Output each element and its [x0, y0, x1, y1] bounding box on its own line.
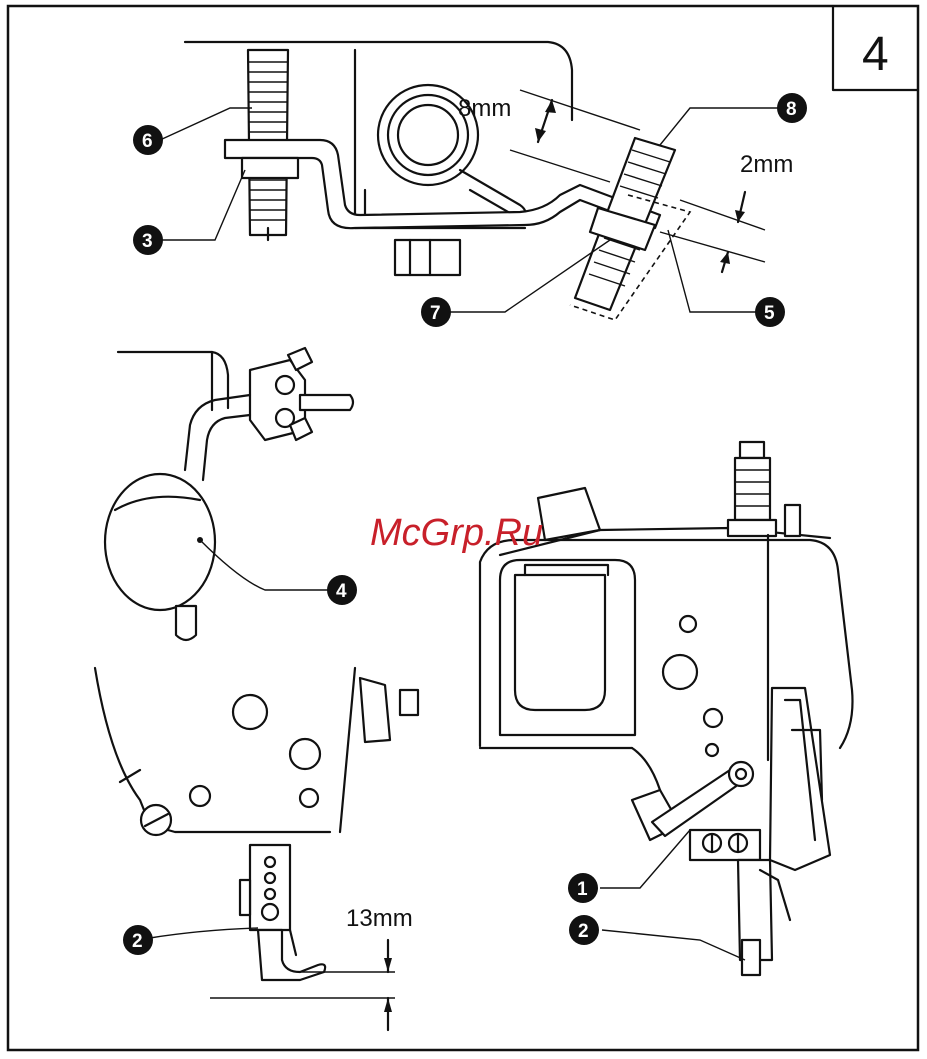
callout-5: 5: [755, 297, 785, 327]
top-detail-tension-lever: 8mm 2mm: [158, 42, 793, 320]
dim-8mm: 8mm: [458, 95, 511, 122]
callout-1-label: 1: [577, 879, 588, 900]
callout-2-foot: 2: [123, 925, 153, 955]
callout-3: 3: [133, 225, 163, 255]
callout-6-label: 6: [142, 131, 153, 152]
bottom-left-presser-foot: 13mm: [95, 668, 418, 1030]
callout-7-label: 7: [430, 303, 441, 324]
callout-5-label: 5: [764, 303, 775, 324]
callout-7: 7: [421, 297, 451, 327]
watermark: McGrp.Ru: [370, 512, 543, 554]
middle-left-detail: [105, 348, 353, 640]
callout-3-label: 3: [142, 231, 153, 252]
callout-8-label: 8: [786, 99, 797, 120]
dim-13mm: 13mm: [346, 905, 413, 932]
callout-2-machine-label: 2: [578, 921, 589, 942]
callout-6: 6: [133, 125, 163, 155]
dim-2mm: 2mm: [740, 151, 793, 178]
page-number: 4: [862, 28, 889, 81]
callout-2-foot-label: 2: [132, 931, 143, 952]
page-number-box: 4: [833, 6, 918, 90]
callout-8: 8: [777, 93, 807, 123]
callout-1: 1: [568, 873, 598, 903]
callout-4: 4: [327, 575, 357, 605]
callout-2-machine: 2: [569, 915, 599, 945]
callout-4-label: 4: [336, 581, 347, 602]
